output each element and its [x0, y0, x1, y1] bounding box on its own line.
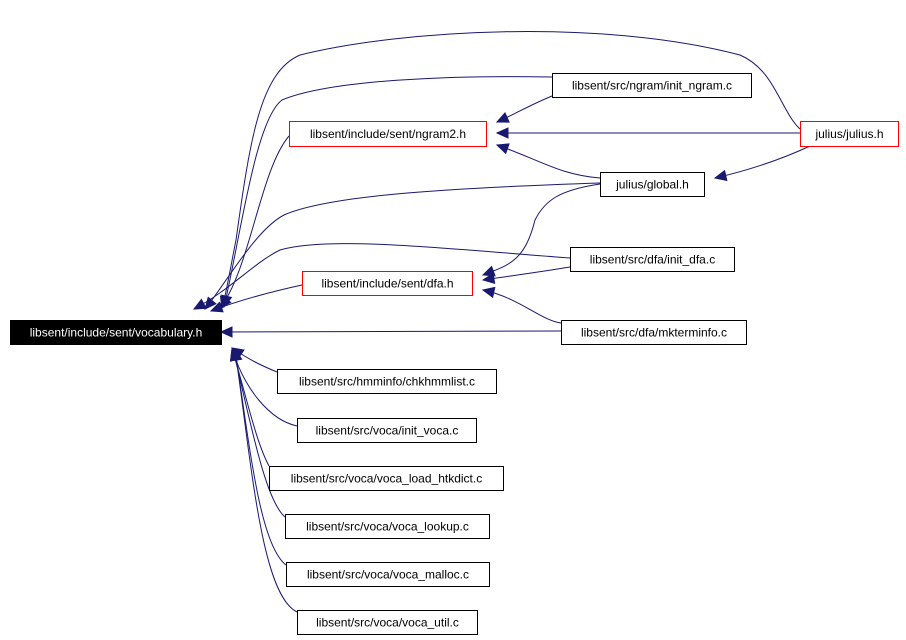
edge-julius_h-to-global [713, 145, 811, 182]
edge-line [221, 31, 801, 309]
edge-line [220, 330, 562, 333]
edge-arrowhead-icon [495, 127, 509, 139]
edge-init_dfa-to-vocabulary [192, 243, 571, 310]
node-box [297, 610, 478, 635]
edge-line [496, 144, 601, 179]
nodes-layer: libsent/include/sent/vocabulary.h libsent… [10, 73, 899, 635]
edge-arrowhead-icon [495, 143, 510, 155]
edge-line [482, 266, 571, 281]
node-label: libsent/src/voca/voca_malloc.c [307, 568, 469, 582]
edge-line [223, 76, 553, 308]
node-box [10, 320, 222, 345]
edge-line [234, 348, 298, 613]
node-label: julius/global.h [615, 178, 689, 192]
node-box [302, 271, 473, 296]
node-label: libsent/include/sent/ngram2.h [310, 127, 466, 141]
node-init-dfa[interactable]: libsent/src/dfa/init_dfa.c [570, 247, 735, 272]
edge-voca_util-to-vocabulary [230, 347, 298, 613]
node-voca-util[interactable]: libsent/src/voca/voca_util.c [297, 610, 478, 635]
edge-arrowhead-icon [481, 265, 496, 277]
node-box [561, 320, 747, 345]
edge-init_dfa-to-dfa [481, 266, 571, 285]
edges-layer [192, 31, 811, 613]
node-label: libsent/include/sent/dfa.h [321, 277, 453, 291]
node-label: libsent/src/dfa/init_dfa.c [590, 253, 715, 267]
edge-arrowhead-icon [230, 347, 243, 362]
node-init-voca[interactable]: libsent/src/voca/init_voca.c [297, 418, 477, 443]
node-mkterminfo[interactable]: libsent/src/dfa/mkterminfo.c [561, 320, 747, 345]
node-label: libsent/src/voca/voca_lookup.c [306, 520, 469, 534]
node-label: libsent/src/voca/voca_load_htkdict.c [291, 472, 482, 486]
node-box [570, 247, 735, 272]
edge-line [482, 183, 601, 276]
node-label: libsent/include/sent/vocabulary.h [30, 326, 203, 340]
edge-arrowhead-icon [204, 296, 217, 310]
edge-mkterminfo-to-vocabulary [219, 326, 562, 338]
edge-arrowhead-icon [219, 295, 232, 309]
edge-line [219, 135, 290, 309]
node-vocabulary[interactable]: libsent/include/sent/vocabulary.h [10, 320, 222, 345]
node-voca-lookup[interactable]: libsent/src/voca/voca_lookup.c [285, 514, 490, 539]
node-init-ngram[interactable]: libsent/src/ngram/init_ngram.c [552, 73, 752, 98]
node-voca-load-htkdict[interactable]: libsent/src/voca/voca_load_htkdict.c [269, 466, 504, 491]
edge-arrowhead-icon [192, 298, 207, 310]
node-box [285, 514, 490, 539]
node-box [800, 121, 899, 147]
node-julius-h[interactable]: julius/julius.h [800, 121, 899, 147]
node-ngram2[interactable]: libsent/include/sent/ngram2.h [289, 121, 487, 147]
node-box [289, 121, 487, 147]
edge-arrowhead-icon [495, 112, 510, 123]
edge-dfa-to-vocabulary [209, 284, 303, 313]
node-chkhmmlist[interactable]: libsent/src/hmminfo/chkhmmlist.c [277, 369, 497, 394]
node-box [297, 418, 477, 443]
edge-julius_h-to-ngram2 [495, 127, 800, 139]
node-dfa[interactable]: libsent/include/sent/dfa.h [302, 271, 473, 296]
edge-arrowhead-icon [481, 286, 496, 299]
node-global[interactable]: julius/global.h [600, 172, 705, 197]
edge-arrowhead-icon [481, 272, 496, 285]
node-label: julius/julius.h [814, 127, 883, 141]
edge-global-to-dfa [481, 183, 601, 277]
edge-arrowhead-icon [209, 301, 224, 313]
edge-line [482, 289, 562, 324]
edge-line [193, 243, 571, 310]
edge-arrowhead-icon [713, 169, 728, 182]
node-box [269, 466, 504, 491]
edge-global-to-ngram2 [495, 143, 601, 179]
edge-init_ngram-to-ngram2 [495, 95, 553, 123]
node-label: libsent/src/hmminfo/chkhmmlist.c [299, 375, 475, 389]
edge-global-to-vocabulary [204, 182, 601, 310]
node-voca-malloc[interactable]: libsent/src/voca/voca_malloc.c [286, 562, 490, 587]
node-label: libsent/src/ngram/init_ngram.c [572, 79, 732, 93]
node-label: libsent/src/voca/init_voca.c [316, 424, 459, 438]
edge-ngram2-to-vocabulary [219, 135, 290, 309]
node-box [277, 369, 497, 394]
edge-line [714, 145, 811, 179]
edge-arrowhead-icon [219, 326, 233, 338]
node-box [286, 562, 490, 587]
node-label: libsent/src/voca/voca_util.c [316, 616, 459, 630]
edge-line [204, 182, 601, 310]
node-label: libsent/src/dfa/mkterminfo.c [581, 326, 727, 340]
edge-mkterminfo-to-dfa [481, 286, 562, 324]
node-box [600, 172, 705, 197]
node-box [552, 73, 752, 98]
